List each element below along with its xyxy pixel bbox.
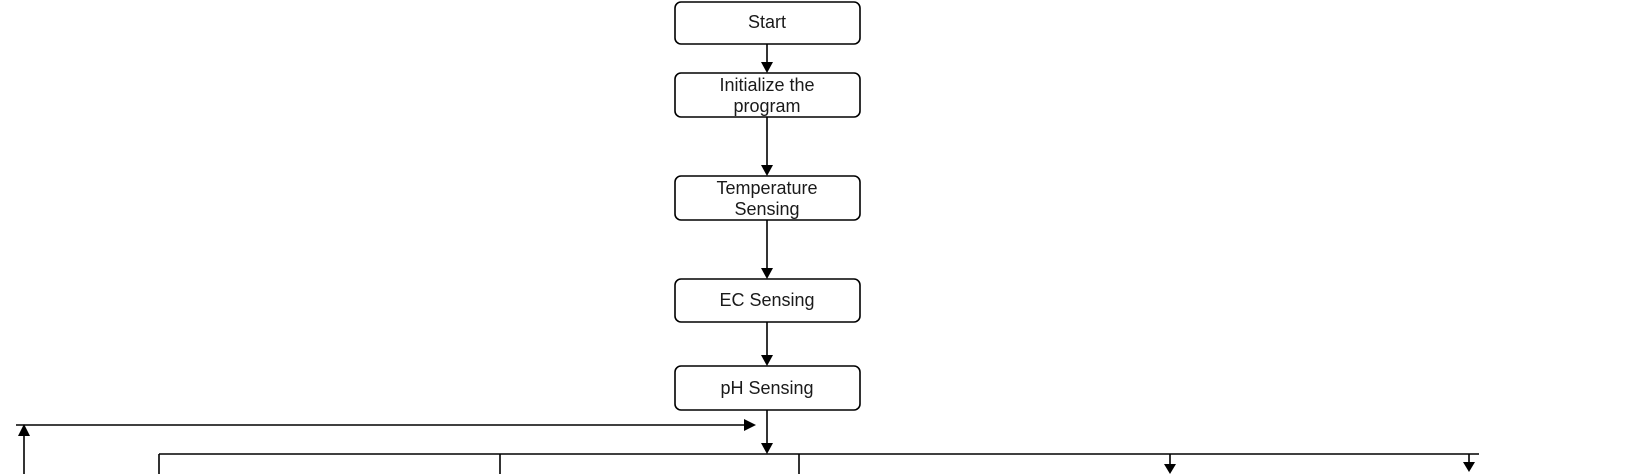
- ec-sensing-node: EC Sensing: [674, 278, 861, 323]
- connector-init-temp: [761, 117, 773, 176]
- start-label: Start: [748, 12, 786, 32]
- loop-back-arrow: [16, 419, 756, 474]
- branch-arrow-right-1: [1164, 454, 1176, 474]
- temperature-label-line1: Temperature: [716, 178, 817, 198]
- temperature-sensing-node: Temperature Sensing: [674, 175, 861, 221]
- connector-ph-bus: [761, 410, 773, 454]
- connector-temp-ec: [761, 220, 773, 279]
- temperature-label-line2: Sensing: [734, 199, 799, 219]
- branch-bus: [158, 453, 1479, 474]
- start-node: Start: [674, 1, 861, 45]
- ec-label: EC Sensing: [719, 290, 814, 310]
- connector-start-init: [761, 44, 773, 73]
- initialize-label-line2: program: [733, 96, 800, 116]
- ph-label: pH Sensing: [720, 378, 813, 398]
- connector-ec-ph: [761, 322, 773, 366]
- branch-arrow-right-2: [1463, 454, 1475, 472]
- ph-sensing-node: pH Sensing: [674, 365, 861, 411]
- initialize-node: Initialize the program: [674, 72, 861, 118]
- initialize-label-line1: Initialize the: [719, 75, 814, 95]
